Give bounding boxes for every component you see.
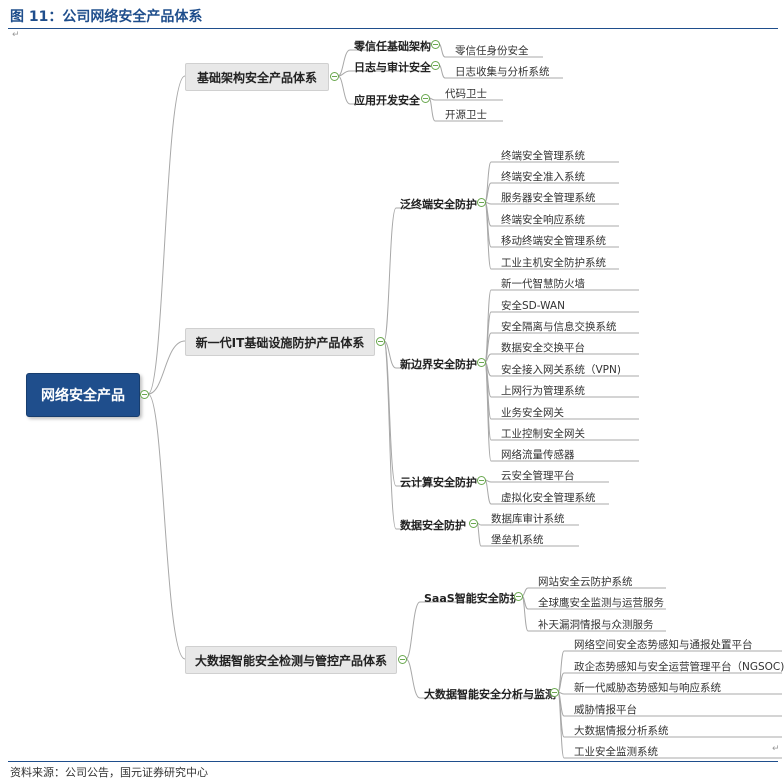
collapse-toggle-icon[interactable] xyxy=(514,592,523,601)
branch-node[interactable]: 新一代IT基础设施防护产品体系 xyxy=(185,328,375,356)
category-node[interactable]: SaaS智能安全防护 xyxy=(424,592,521,605)
product-item[interactable]: 数据库审计系统 xyxy=(491,513,565,525)
category-to-item-connector xyxy=(484,361,492,462)
product-item[interactable]: 补天漏洞情报与众测服务 xyxy=(538,619,654,631)
product-item[interactable]: 终端安全准入系统 xyxy=(501,171,585,183)
paragraph-mark-icon: ↵ xyxy=(12,30,20,40)
branch-node[interactable]: 大数据智能安全检测与管控产品体系 xyxy=(185,646,397,674)
collapse-toggle-icon[interactable] xyxy=(140,390,149,399)
product-item[interactable]: 终端安全管理系统 xyxy=(501,150,585,162)
collapse-toggle-icon[interactable] xyxy=(469,519,478,528)
product-item[interactable]: 网络流量传感器 xyxy=(501,449,575,461)
product-item[interactable]: 新一代威胁态势感知与响应系统 xyxy=(574,682,721,694)
footer-divider xyxy=(8,761,778,762)
figure-title: 图 11：公司网络安全产品体系 xyxy=(10,9,203,25)
collapse-toggle-icon[interactable] xyxy=(431,40,440,49)
product-item[interactable]: 终端安全响应系统 xyxy=(501,214,585,226)
category-node[interactable]: 数据安全防护 xyxy=(400,519,466,532)
category-to-item-connector xyxy=(557,650,565,693)
source-note: 资料来源：公司公告，国元证券研究中心 xyxy=(10,766,208,779)
category-to-item-connector xyxy=(521,595,529,632)
branch-to-category-connector xyxy=(405,601,421,660)
paragraph-mark-icon: ↵ xyxy=(772,744,780,754)
branch-to-category-connector xyxy=(383,340,397,369)
category-node[interactable]: 日志与审计安全 xyxy=(354,61,431,74)
product-item[interactable]: 安全接入网关系统（VPN) xyxy=(501,364,621,376)
category-to-item-connector xyxy=(484,289,492,363)
collapse-toggle-icon[interactable] xyxy=(376,337,385,346)
category-to-item-connector xyxy=(484,161,492,203)
root-to-branch-connector xyxy=(147,75,186,395)
branch-to-category-connector xyxy=(337,75,351,105)
collapse-toggle-icon[interactable] xyxy=(477,476,486,485)
product-item[interactable]: 云安全管理平台 xyxy=(501,470,575,482)
collapse-toggle-icon[interactable] xyxy=(431,61,440,70)
product-item[interactable]: 大数据情报分析系统 xyxy=(574,725,669,737)
collapse-toggle-icon[interactable] xyxy=(477,358,486,367)
product-item[interactable]: 移动终端安全管理系统 xyxy=(501,235,606,247)
category-to-item-connector xyxy=(476,522,482,547)
product-item[interactable]: 威胁情报平台 xyxy=(574,704,637,716)
product-item[interactable]: 日志收集与分析系统 xyxy=(455,66,550,78)
product-item[interactable]: 工业安全监测系统 xyxy=(574,746,658,758)
collapse-toggle-icon[interactable] xyxy=(421,94,430,103)
category-to-item-connector xyxy=(484,479,492,505)
collapse-toggle-icon[interactable] xyxy=(477,198,486,207)
category-node[interactable]: 泛终端安全防护 xyxy=(400,198,477,211)
product-item[interactable]: 代码卫士 xyxy=(445,88,487,100)
product-item[interactable]: 网站安全云防护系统 xyxy=(538,576,633,588)
category-to-item-connector xyxy=(438,43,446,58)
product-item[interactable]: 开源卫士 xyxy=(445,109,487,121)
collapse-toggle-icon[interactable] xyxy=(330,72,339,81)
product-item[interactable]: 新一代智慧防火墙 xyxy=(501,278,585,290)
product-item[interactable]: 安全隔离与信息交换系统 xyxy=(501,321,617,333)
branch-to-category-connector xyxy=(337,49,351,77)
branch-to-category-connector xyxy=(337,70,351,77)
product-item[interactable]: 零信任身份安全 xyxy=(455,45,529,57)
collapse-toggle-icon[interactable] xyxy=(550,688,559,697)
root-to-branch-connector xyxy=(147,340,186,395)
product-item[interactable]: 上网行为管理系统 xyxy=(501,385,585,397)
product-item[interactable]: 堡垒机系统 xyxy=(491,534,544,546)
root-node[interactable]: 网络安全产品 xyxy=(26,373,140,417)
product-item[interactable]: 政企态势感知与安全运营管理平台（NGSOC) xyxy=(574,661,784,673)
category-node[interactable]: 应用开发安全 xyxy=(354,94,420,107)
category-to-item-connector xyxy=(438,64,446,79)
product-item[interactable]: 安全SD-WAN xyxy=(501,300,565,312)
title-divider xyxy=(8,28,778,29)
category-node[interactable]: 新边界安全防护 xyxy=(400,358,477,371)
category-node[interactable]: 大数据智能安全分析与监测 xyxy=(424,688,556,701)
product-item[interactable]: 全球鹰安全监测与运营服务 xyxy=(538,597,664,609)
category-to-item-connector xyxy=(428,97,436,122)
branch-to-category-connector xyxy=(383,340,397,487)
product-item[interactable]: 工业控制安全网关 xyxy=(501,428,585,440)
product-item[interactable]: 虚拟化安全管理系统 xyxy=(501,492,596,504)
product-item[interactable]: 网络空间安全态势感知与通报处置平台 xyxy=(574,639,753,651)
root-to-branch-connector xyxy=(147,393,186,660)
category-node[interactable]: 云计算安全防护 xyxy=(400,476,477,489)
product-item[interactable]: 数据安全交换平台 xyxy=(501,342,585,354)
category-node[interactable]: 零信任基础架构 xyxy=(354,40,431,53)
branch-to-category-connector xyxy=(383,207,397,342)
branch-node[interactable]: 基础架构安全产品体系 xyxy=(185,63,329,91)
collapse-toggle-icon[interactable] xyxy=(398,655,407,664)
product-item[interactable]: 服务器安全管理系统 xyxy=(501,192,596,204)
branch-to-category-connector xyxy=(383,340,397,530)
product-item[interactable]: 业务安全网关 xyxy=(501,407,564,419)
product-item[interactable]: 工业主机安全防护系统 xyxy=(501,257,606,269)
branch-to-category-connector xyxy=(405,658,421,699)
